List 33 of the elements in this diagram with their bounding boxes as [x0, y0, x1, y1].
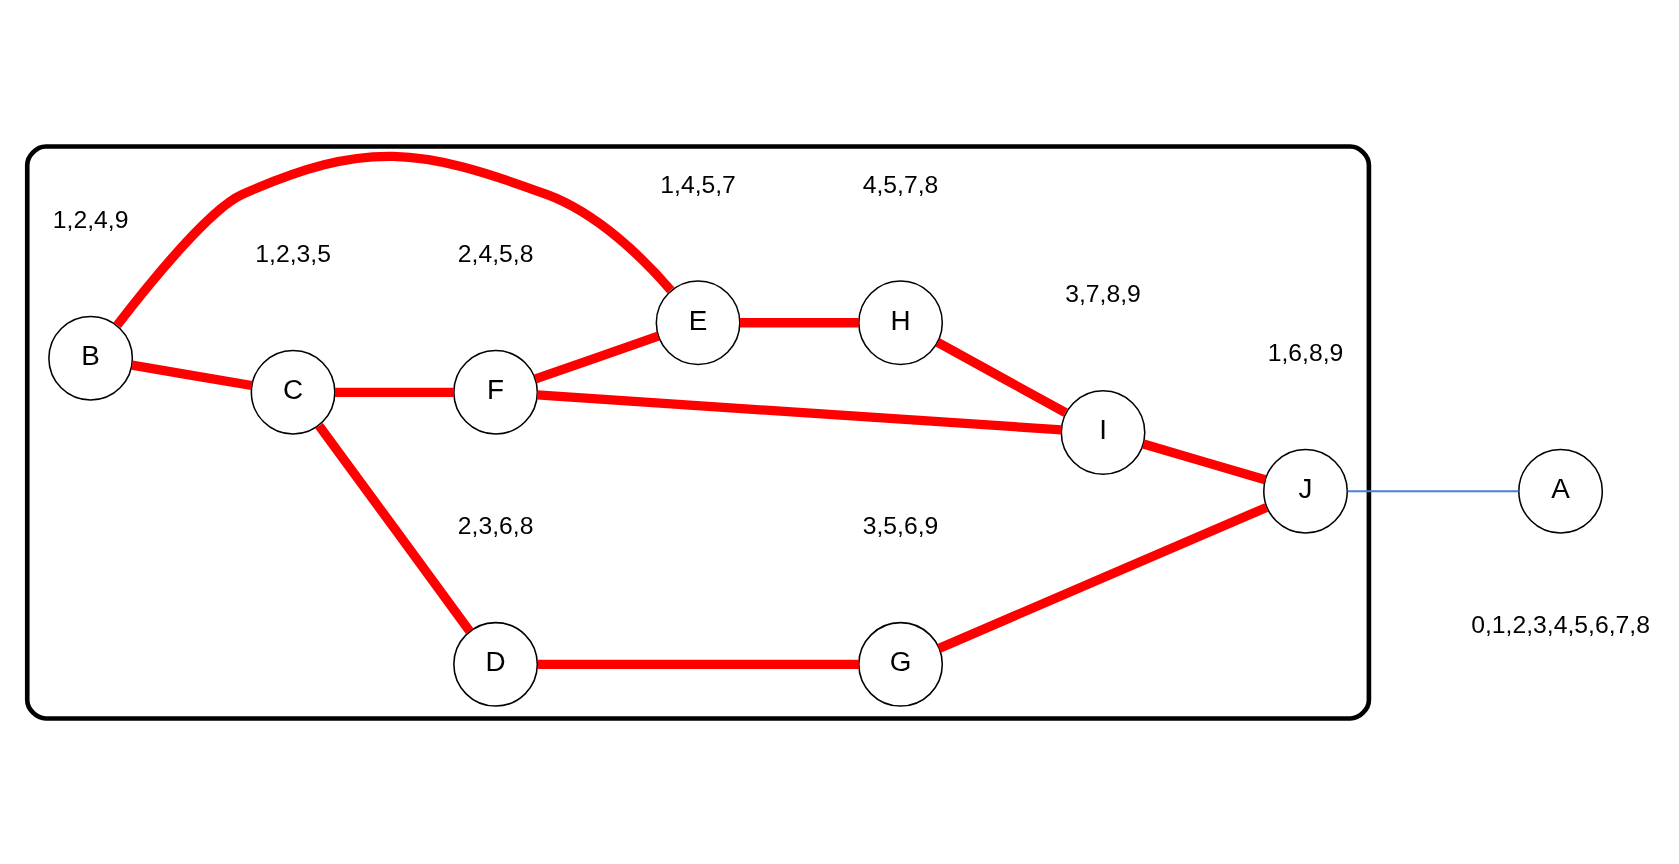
- connector: [534, 331, 660, 383]
- cluster: [24, 143, 1372, 721]
- node-label: 1,2,3,5: [255, 239, 331, 267]
- node-circle: H: [858, 279, 944, 365]
- node-label: 1,4,5,7: [660, 170, 736, 198]
- node-label: 0,1,2,3,4,5,6,7,8: [1471, 610, 1650, 638]
- connector: [937, 502, 1269, 653]
- node-circle: B: [48, 315, 134, 401]
- connector: [335, 387, 454, 397]
- node-label: 3,7,8,9: [1065, 279, 1141, 307]
- node-circle: G: [858, 621, 944, 707]
- connector: [739, 317, 859, 327]
- node-circle: E: [655, 279, 741, 365]
- connector: [113, 151, 675, 328]
- node-label: 4,5,7,8: [862, 170, 939, 198]
- node-circle: C: [250, 349, 336, 435]
- node-circle: A: [1518, 448, 1604, 534]
- node-label: 2,4,5,8: [457, 239, 534, 267]
- connector: [1142, 439, 1267, 484]
- connector: [315, 422, 474, 634]
- node-label: 1,2,4,9: [52, 205, 129, 233]
- connector: [537, 659, 859, 669]
- node-circle: D: [453, 621, 539, 707]
- node-circle: I: [1060, 389, 1146, 475]
- node-label: 1,6,8,9: [1267, 338, 1344, 366]
- connector: [1346, 489, 1520, 492]
- node-label: 2,3,6,8: [457, 511, 534, 539]
- node-label: 3,5,6,9: [862, 511, 939, 539]
- node-circle: J: [1263, 448, 1349, 534]
- connector: [131, 360, 253, 390]
- node-circle: F: [453, 349, 539, 435]
- connector: [536, 389, 1062, 434]
- connector: [935, 337, 1068, 417]
